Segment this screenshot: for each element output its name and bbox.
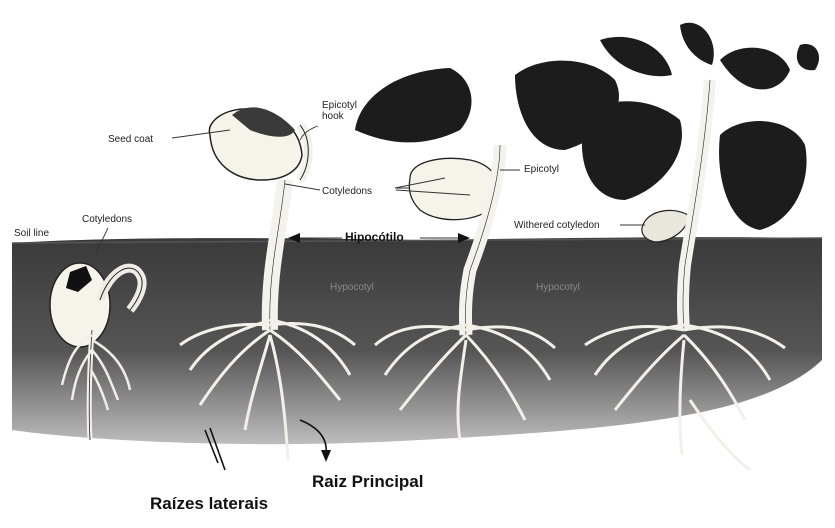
raiz-principal-arrowhead (321, 450, 331, 462)
label-hipocotilo: Hipocótilo (345, 230, 404, 244)
label-epicotyl-hook-1: Epicotyl (322, 100, 357, 111)
label-epicotyl: Epicotyl (524, 164, 559, 175)
label-hypocotyl-1: Hypocotyl (330, 282, 374, 293)
label-cotyledons-top: Cotyledons (322, 186, 372, 197)
label-raizes-laterais: Raízes laterais (150, 494, 268, 514)
label-seed-coat: Seed coat (108, 134, 153, 145)
label-raiz-principal: Raiz Principal (312, 472, 423, 492)
label-hypocotyl-2: Hypocotyl (536, 282, 580, 293)
label-withered-cotyledon: Withered cotyledon (514, 220, 600, 231)
label-epicotyl-hook-2: hook (322, 111, 344, 122)
label-soil-line: Soil line (14, 228, 49, 239)
label-cotyledons-left: Cotyledons (82, 214, 132, 225)
